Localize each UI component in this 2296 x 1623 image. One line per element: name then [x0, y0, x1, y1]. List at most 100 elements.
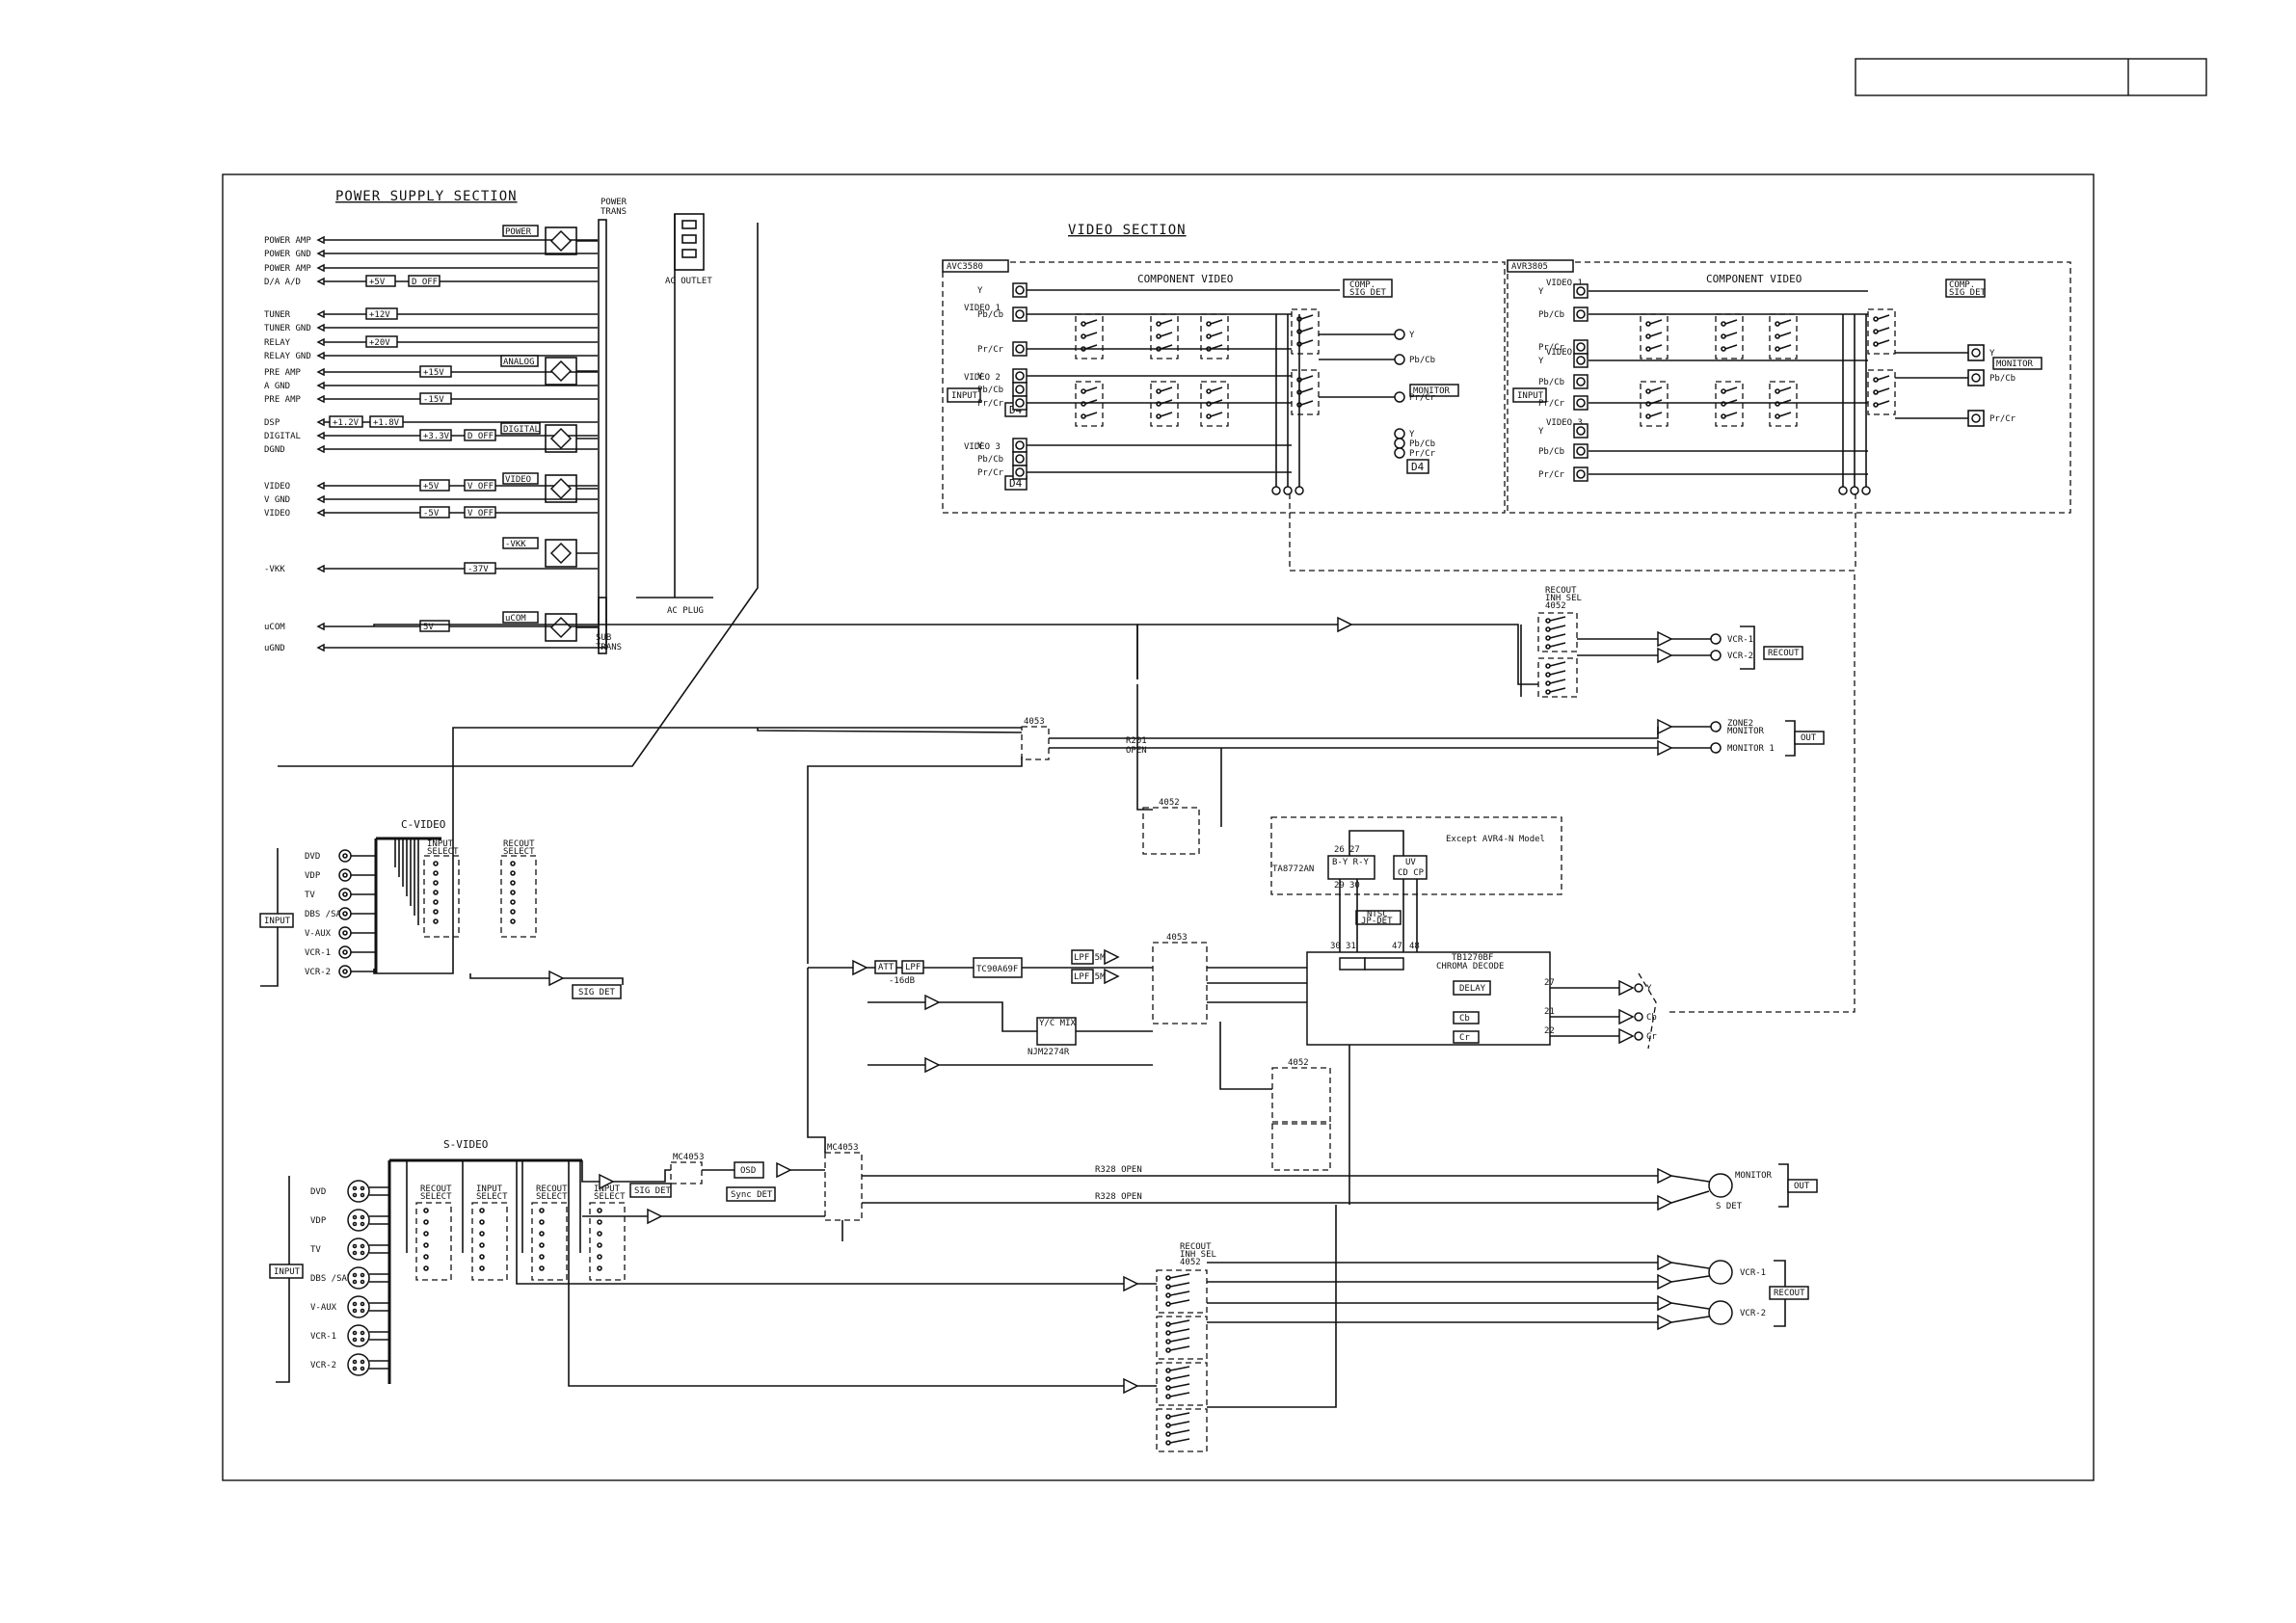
vcr1-upper-jack: [1710, 633, 1722, 645]
regulator-label: V OFF: [467, 482, 494, 492]
s-select-label: SELECT: [476, 1192, 508, 1202]
ntsc-label-2: JP-DET: [1361, 917, 1393, 926]
component-test-point: [1271, 486, 1281, 495]
delay-box: [1453, 980, 1491, 996]
rectifier-label-box: [500, 422, 541, 435]
c-sig-det-box: [572, 984, 622, 999]
c-recout-contact: [510, 909, 516, 915]
recout-lower-sw-1: [1156, 1269, 1208, 1314]
power-rail-arrow: [316, 235, 325, 245]
avr-video3: VIDEO 3: [1546, 418, 1583, 428]
switch-blade: [1724, 344, 1738, 350]
s-video-input-box: [269, 1264, 304, 1279]
s-monitor-bracket: [1778, 1163, 1789, 1208]
recout-upper-switch-lines: [1545, 616, 1566, 695]
component-switch: [1769, 313, 1798, 359]
video-section-title: VIDEO SECTION: [1068, 223, 1187, 238]
switch-blade: [1877, 327, 1890, 333]
tb-by-box: [1339, 957, 1366, 971]
switch-contact: [1721, 333, 1726, 339]
avc3580-block: AVC3580 COMPONENT VIDEO COMP. SIG DET IN…: [942, 259, 1506, 514]
bridge-rectifier: [549, 477, 573, 500]
delay-label: DELAY: [1459, 984, 1486, 994]
switch-blade: [1160, 412, 1173, 417]
mc4053-right: [824, 1152, 863, 1221]
sw4052-lower-1: [1271, 1067, 1331, 1123]
regulator-box: [464, 506, 496, 519]
c-input-contact: [433, 890, 439, 895]
avc-video3: VIDEO 3: [964, 442, 1001, 452]
osd-buf: [776, 1161, 792, 1179]
s-select-contact: [597, 1219, 602, 1225]
recout-lower-blade: [1169, 1374, 1190, 1380]
vcr2-lower-jack: [1708, 1300, 1733, 1325]
recout-lower-blade: [1169, 1299, 1190, 1305]
tc90a69f-label: TC90A69F: [976, 965, 1018, 974]
zone2-label-2: MONITOR: [1727, 727, 1765, 736]
s-video-pin-1: [352, 1243, 358, 1249]
recout-blade: [1549, 661, 1566, 667]
recout-lower-contact: [1165, 1275, 1171, 1281]
sw4053-in-1: [757, 728, 1023, 733]
cb-label: Cb: [1459, 1014, 1470, 1024]
power-rail-arrow: [316, 508, 325, 518]
s-monitor-label: MONITOR: [1735, 1171, 1773, 1181]
recout-lower-link: [1207, 1205, 1337, 1408]
recout-contact: [1545, 644, 1551, 650]
recout-lower-blade: [1169, 1337, 1190, 1343]
switch-blade: [1778, 332, 1792, 337]
s-video-pin-4: [360, 1366, 365, 1371]
sync-det-label: Sync DET: [731, 1190, 773, 1200]
recout-lower-sw-3: [1156, 1362, 1208, 1406]
recout-lower-contact: [1165, 1414, 1171, 1420]
recout-lower-switch-lines: [1165, 1273, 1190, 1446]
switch-contact: [1206, 321, 1212, 327]
cvideo-to-monitor-line: [373, 727, 1022, 974]
ntsc-label-1: NTSC: [1367, 910, 1388, 919]
component-jack-label: Pr/Cr: [1538, 470, 1565, 480]
regulator-label: -5V: [423, 509, 440, 519]
component-jack-label: Pb/Cb: [1538, 378, 1564, 387]
s-video-pin-3: [352, 1308, 358, 1314]
component-jack-label: Y: [977, 441, 983, 451]
switch-contact: [1873, 402, 1879, 408]
recout-contact: [1545, 626, 1551, 632]
avr-name-box: [1507, 259, 1574, 273]
s-select-contact: [539, 1231, 545, 1237]
zone2-jack: [1710, 721, 1722, 732]
s-video-pin-3: [352, 1221, 358, 1227]
s-video-pin-3: [352, 1250, 358, 1256]
component-jack-label: Y: [1538, 287, 1544, 297]
power-rail-arrow: [316, 444, 325, 454]
regulator-label: 5V: [423, 623, 434, 632]
component-jack: [1576, 426, 1586, 436]
recout-lower-contact: [1165, 1394, 1171, 1399]
recout-lower-contact: [1165, 1292, 1171, 1298]
avc-output-label: Y: [1409, 430, 1415, 439]
sw4052-upper-label: 4052: [1159, 798, 1180, 808]
c-video-jack: [338, 907, 352, 920]
recout-lower-buf-2: [1123, 1377, 1139, 1395]
switch-blade: [1649, 319, 1663, 325]
power-rail-arrow: [316, 394, 325, 404]
att-box: [874, 960, 897, 974]
component-jack-frame: [1012, 382, 1028, 397]
s-video-pin-4: [360, 1279, 365, 1285]
lpf5-box-2: [1071, 969, 1094, 984]
regulator-label: D OFF: [412, 278, 438, 287]
regulator-box: [464, 562, 496, 574]
s-select-contact: [423, 1254, 429, 1260]
switch-blade: [1724, 319, 1738, 325]
s-select-contact: [539, 1254, 545, 1260]
s-select-contact: [479, 1242, 485, 1248]
pin-26: 26: [1334, 845, 1345, 855]
avc-video2: VIDEO 2: [964, 373, 1001, 383]
uv-label: UV: [1405, 858, 1416, 867]
switch-contact: [1645, 346, 1651, 352]
recout-lower-sw-2: [1156, 1316, 1208, 1360]
component-switch: [1200, 381, 1229, 427]
